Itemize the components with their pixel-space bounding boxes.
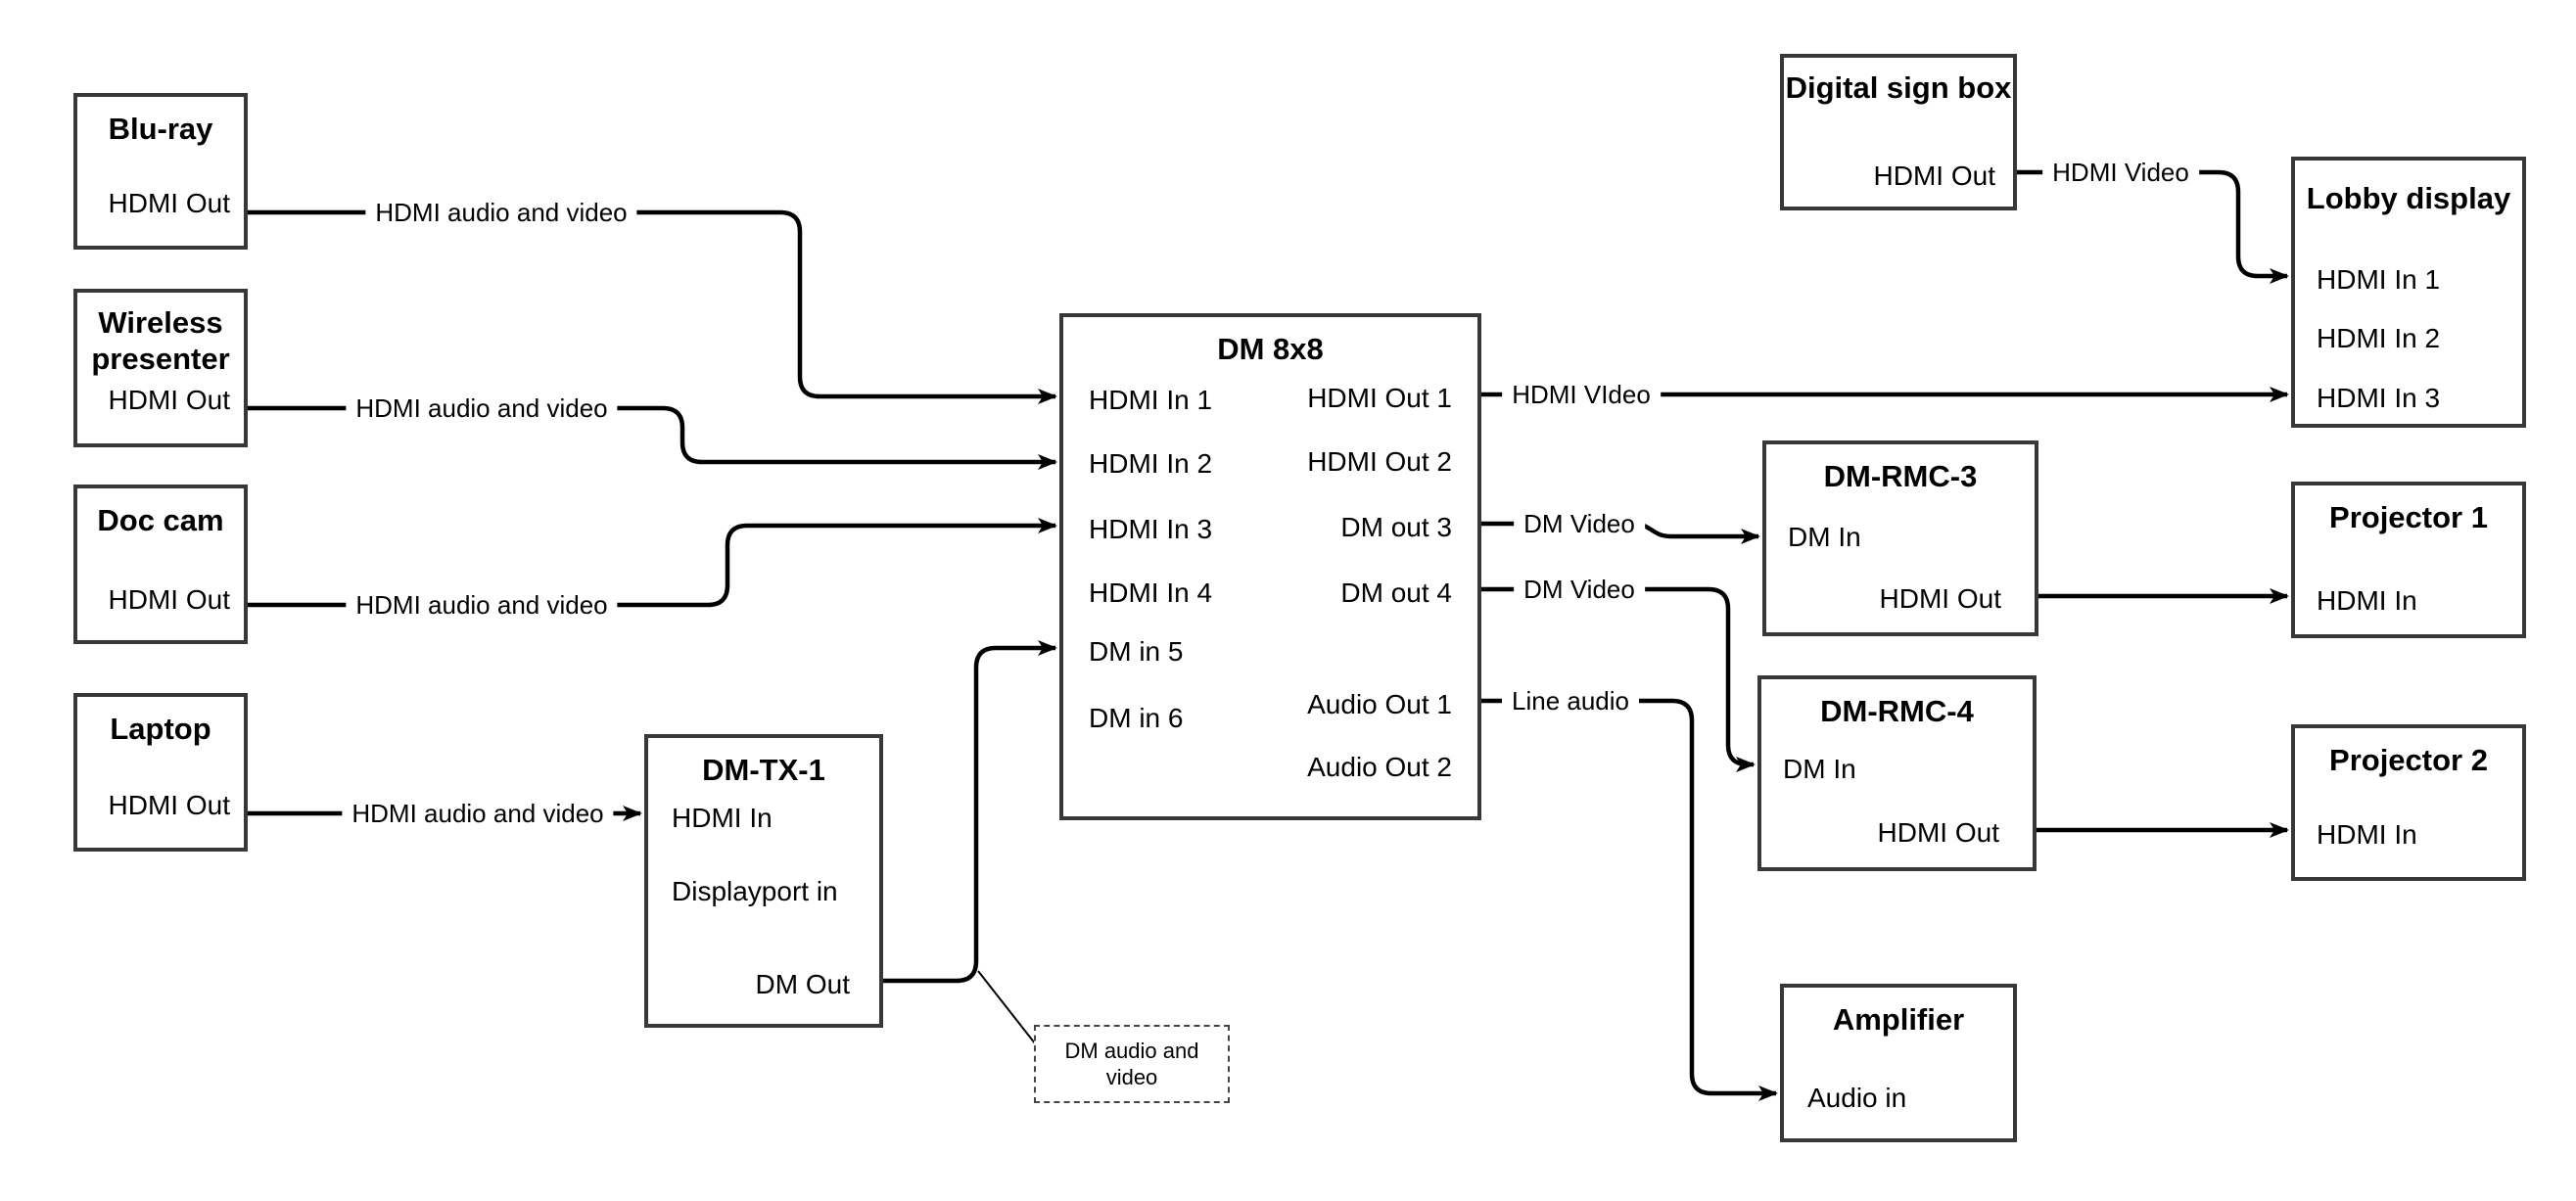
node-dm-rmc-4: DM-RMC-4 DM In HDMI Out	[1757, 675, 2037, 871]
port-audio-in: Audio in	[1807, 1083, 1907, 1113]
callout-dm-audio-and-video: DM audio and video	[1034, 1025, 1230, 1103]
port-hdmi-in-3: HDMI In 3	[2317, 383, 2441, 413]
port-displayport-in: Displayport in	[672, 876, 838, 906]
port-hdmi-in-2: HDMI In 2	[1089, 448, 1213, 479]
port-dm-in: DM In	[1783, 754, 1856, 784]
node-laptop: Laptop HDMI Out	[73, 693, 248, 852]
port-hdmi-in-1: HDMI In 1	[1089, 385, 1213, 415]
node-title: DM 8x8	[1217, 332, 1324, 366]
port-dm-out: DM Out	[755, 969, 850, 999]
connector-label-blu-ray: HDMI audio and video	[365, 198, 637, 227]
node-projector-2: Projector 2 HDMI In	[2291, 724, 2526, 881]
connector-dm-tx-1-to-dm-in-5	[883, 640, 1057, 984]
node-dm-rmc-3: DM-RMC-3 DM In HDMI Out	[1762, 440, 2038, 636]
node-title: Blu-ray	[108, 112, 213, 146]
port-dm-in-6: DM in 6	[1089, 703, 1184, 733]
connector-sign-box-to-lobby-in-1	[2017, 169, 2289, 284]
node-amplifier: Amplifier Audio in	[1780, 984, 2017, 1142]
port-hdmi-in: HDMI In	[672, 803, 773, 833]
node-projector-1: Projector 1 HDMI In	[2291, 482, 2526, 638]
port-hdmi-out: HDMI Out	[108, 385, 230, 415]
port-audio-out-2: Audio Out 2	[1307, 752, 1452, 782]
connector-label-dm-video-1: DM Video	[1514, 509, 1645, 538]
port-dm-out-4: DM out 4	[1340, 577, 1452, 608]
connector-blu-ray-to-hdmi-in-1	[248, 209, 1057, 404]
port-hdmi-out: HDMI Out	[108, 584, 230, 615]
connector-label-dm-video-2: DM Video	[1514, 575, 1645, 604]
connector-wireless-to-hdmi-in-2	[248, 405, 1057, 470]
port-hdmi-in: HDMI In	[2317, 819, 2417, 850]
connector-label-wireless: HDMI audio and video	[346, 393, 618, 423]
port-hdmi-in-1: HDMI In 1	[2317, 264, 2441, 295]
connector-dm-out-4-to-rmc-4	[1481, 586, 1756, 772]
port-hdmi-out: HDMI Out	[1873, 161, 1995, 191]
node-title: Wireless presenter	[91, 305, 230, 376]
port-dm-in-5: DM in 5	[1089, 636, 1184, 667]
node-doc-cam: Doc cam HDMI Out	[73, 485, 248, 644]
node-title: DM-RMC-3	[1823, 459, 1978, 493]
callout-leader-line	[977, 970, 1036, 1044]
port-dm-in: DM In	[1788, 522, 1861, 552]
connector-label-hdmi-video-2: HDMI Video	[2042, 158, 2199, 187]
port-hdmi-in-4: HDMI In 4	[1089, 577, 1213, 608]
connector-label-line-audio: Line audio	[1502, 686, 1639, 716]
node-dm-tx-1: DM-TX-1 HDMI In Displayport in DM Out	[644, 734, 883, 1028]
port-hdmi-out-1: HDMI Out 1	[1307, 383, 1452, 413]
port-hdmi-in-2: HDMI In 2	[2317, 323, 2441, 353]
node-blu-ray: Blu-ray HDMI Out	[73, 93, 248, 250]
node-lobby-display: Lobby display HDMI In 1 HDMI In 2 HDMI I…	[2291, 157, 2526, 428]
node-title: Projector 1	[2329, 500, 2488, 534]
port-hdmi-out-2: HDMI Out 2	[1307, 446, 1452, 477]
node-dm-8x8: DM 8x8 HDMI In 1 HDMI In 2 HDMI In 3 HDM…	[1059, 313, 1481, 820]
port-hdmi-in: HDMI In	[2317, 585, 2417, 616]
node-title: DM-RMC-4	[1820, 694, 1974, 728]
port-hdmi-out: HDMI Out	[1877, 817, 1999, 848]
node-title: Digital sign box	[1785, 70, 2012, 105]
connector-label-hdmi-video-1: HDMI VIdeo	[1502, 380, 1661, 409]
node-title: Amplifier	[1832, 1002, 1965, 1037]
port-hdmi-out: HDMI Out	[108, 790, 230, 820]
node-title: Lobby display	[2306, 181, 2511, 215]
node-digital-sign-box: Digital sign box HDMI Out	[1780, 54, 2017, 210]
connector-label-laptop: HDMI audio and video	[342, 799, 614, 828]
port-dm-out-3: DM out 3	[1340, 512, 1452, 542]
connector-label-doc-cam: HDMI audio and video	[346, 590, 618, 620]
node-title: DM-TX-1	[702, 753, 825, 787]
connector-doc-cam-to-hdmi-in-3	[248, 518, 1057, 608]
port-hdmi-in-3: HDMI In 3	[1089, 514, 1213, 544]
port-hdmi-out: HDMI Out	[1879, 583, 2001, 614]
connector-audio-out-1-to-amplifier	[1481, 698, 1778, 1101]
port-hdmi-out: HDMI Out	[108, 188, 230, 218]
node-title: Projector 2	[2329, 743, 2488, 777]
node-wireless-presenter: Wireless presenter HDMI Out	[73, 289, 248, 447]
port-audio-out-1: Audio Out 1	[1307, 689, 1452, 719]
node-title: Doc cam	[97, 503, 224, 537]
node-title: Laptop	[110, 712, 211, 746]
